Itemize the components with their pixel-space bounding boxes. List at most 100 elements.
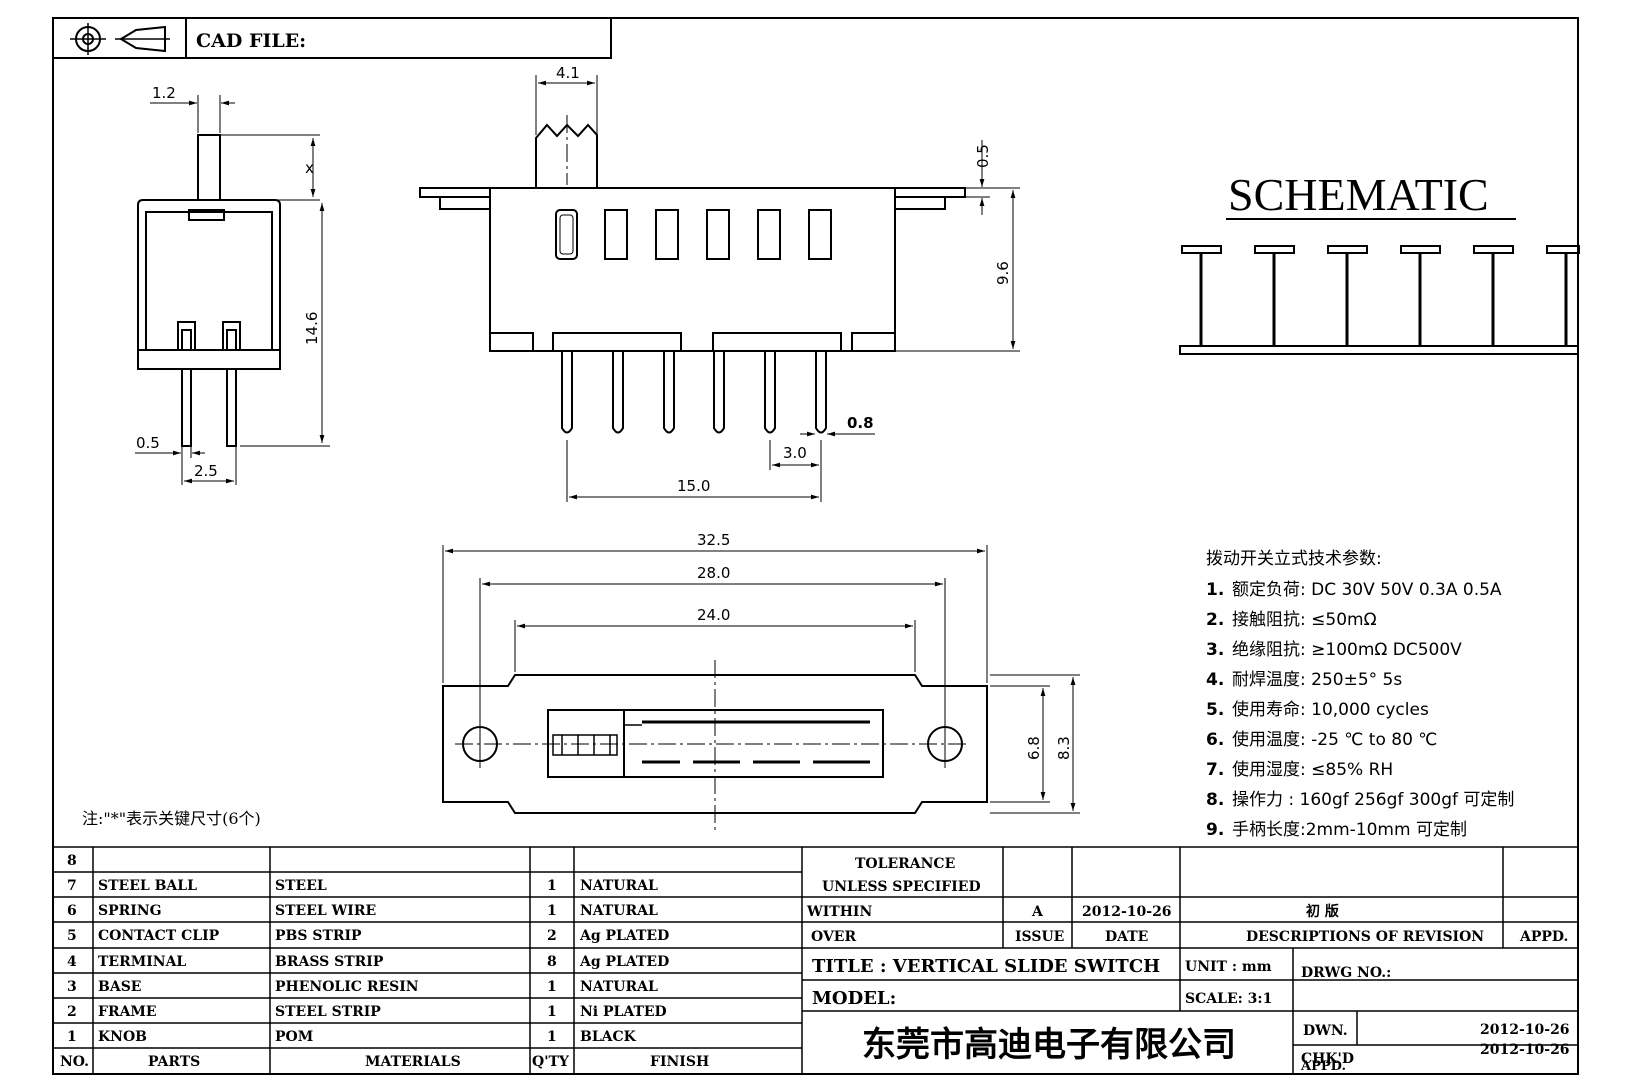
bom-no: 5 bbox=[67, 928, 77, 944]
bom-part: KNOB bbox=[98, 1029, 147, 1045]
tb-descriptions: DESCRIPTIONS OF REVISION bbox=[1246, 929, 1484, 945]
bom-part: CONTACT CLIP bbox=[98, 928, 220, 944]
svg-text:7.: 7. bbox=[1206, 760, 1224, 780]
dim-front-knob: 4.1 bbox=[556, 64, 580, 82]
tb-rev-desc: 初 版 bbox=[1306, 903, 1339, 920]
spec-item: 接触阻抗: ≤50mΩ bbox=[1232, 610, 1377, 630]
bom-qty: 1 bbox=[547, 1004, 557, 1020]
bom-finish: BLACK bbox=[580, 1029, 637, 1045]
bom-material: BRASS STRIP bbox=[275, 954, 384, 970]
tb-chkd: CHK'D bbox=[1301, 1051, 1354, 1067]
tb-title: TITLE : VERTICAL SLIDE SWITCH bbox=[812, 956, 1160, 977]
projection-symbol-icon bbox=[70, 23, 170, 55]
bom-header-no: NO. bbox=[60, 1054, 89, 1070]
bom-qty: 8 bbox=[547, 954, 557, 970]
tb-rev-date: 2012-10-26 bbox=[1082, 904, 1172, 920]
tb-appd: APPD. bbox=[1300, 1059, 1346, 1074]
dim-side-pitch: 2.5 bbox=[194, 462, 218, 480]
bom-material: STEEL STRIP bbox=[275, 1004, 381, 1020]
bom-material: PBS STRIP bbox=[275, 928, 362, 944]
company-name: 东莞市高迪电子有限公司 bbox=[862, 1025, 1236, 1065]
tb-dwn: DWN. bbox=[1303, 1023, 1348, 1039]
svg-text:9.: 9. bbox=[1206, 820, 1224, 840]
dim-front-thickness: 0.5 bbox=[974, 144, 992, 168]
tb-unless: UNLESS SPECIFIED bbox=[822, 879, 981, 895]
bom-finish: NATURAL bbox=[580, 979, 658, 995]
dim-top-hole-span: 28.0 bbox=[697, 564, 730, 582]
bom-material: STEEL WIRE bbox=[275, 903, 376, 919]
front-view bbox=[419, 75, 1020, 502]
specs-heading: 拨动开关立式技术参数: bbox=[1206, 549, 1382, 569]
tb-over: OVER bbox=[811, 929, 856, 945]
side-view bbox=[135, 95, 330, 485]
spec-item: 使用温度: -25 ℃ to 80 ℃ bbox=[1232, 729, 1437, 750]
svg-text:3.: 3. bbox=[1206, 640, 1224, 660]
tb-model: MODEL: bbox=[812, 988, 896, 1009]
bom-no: 8 bbox=[67, 853, 77, 869]
bom-finish: Ag PLATED bbox=[579, 954, 669, 970]
dim-front-pitch: 3.0 bbox=[783, 444, 807, 462]
specs-block: 拨动开关立式技术参数: 1. 额定负荷: DC 30V 50V 0.3A 0.5… bbox=[1206, 549, 1514, 840]
schematic-title: SCHEMATIC bbox=[1228, 169, 1489, 220]
bom-qty: 1 bbox=[547, 903, 557, 919]
bom-qty: 1 bbox=[547, 1029, 557, 1045]
tb-within: WITHIN bbox=[806, 904, 872, 920]
bom-part: TERMINAL bbox=[98, 954, 186, 970]
tb-drwg: DRWG NO.: bbox=[1301, 965, 1391, 981]
bom-part: SPRING bbox=[98, 903, 162, 919]
bom-no: 1 bbox=[67, 1029, 77, 1045]
dim-side-pin-top: 1.2 bbox=[152, 84, 176, 102]
sheet-border bbox=[52, 17, 1579, 1075]
svg-text:6.: 6. bbox=[1206, 730, 1224, 750]
tb-appd-head: APPD. bbox=[1519, 929, 1568, 945]
dim-front-span: 15.0 bbox=[677, 477, 710, 495]
bom-qty: 1 bbox=[547, 979, 557, 995]
spec-item: 使用寿命: 10,000 cycles bbox=[1232, 699, 1429, 720]
bom-part: FRAME bbox=[98, 1004, 157, 1020]
bom-no: 3 bbox=[67, 979, 77, 995]
bom-finish: Ni PLATED bbox=[580, 1004, 667, 1020]
dim-front-height: 9.6 bbox=[994, 261, 1012, 285]
bom-qty: 1 bbox=[547, 878, 557, 894]
header-box: CAD FILE: bbox=[52, 17, 612, 59]
note-text: 注:"*"表示关键尺寸(6个) bbox=[82, 809, 261, 828]
svg-text:5.: 5. bbox=[1206, 700, 1224, 720]
dim-top-outer-height: 8.3 bbox=[1055, 736, 1073, 760]
spec-item: 操作力 : 160gf 256gf 300gf 可定制 bbox=[1232, 790, 1514, 810]
spec-item: 额定负荷: DC 30V 50V 0.3A 0.5A bbox=[1232, 580, 1502, 600]
bom-no: 6 bbox=[67, 903, 77, 919]
svg-text:8.: 8. bbox=[1206, 790, 1224, 810]
tb-tolerance: TOLERANCE bbox=[855, 856, 955, 872]
bom-finish: NATURAL bbox=[580, 903, 658, 919]
bom-header-qty: Q'TY bbox=[532, 1054, 570, 1070]
spec-item: 手柄长度:2mm-10mm 可定制 bbox=[1232, 820, 1467, 840]
tb-unit: UNIT : mm bbox=[1185, 959, 1272, 975]
tb-scale: SCALE: 3:1 bbox=[1185, 991, 1272, 1007]
bom-material: PHENOLIC RESIN bbox=[275, 979, 419, 995]
dim-top-overall: 32.5 bbox=[697, 531, 730, 549]
bom-finish: Ag PLATED bbox=[579, 928, 669, 944]
cad-file-label: CAD FILE: bbox=[196, 30, 306, 52]
tb-chk-date: 2012-10-26 bbox=[1480, 1042, 1570, 1058]
bom-no: 4 bbox=[67, 954, 77, 970]
spec-item: 绝缘阻抗: ≥100mΩ DC500V bbox=[1232, 640, 1462, 660]
tb-issue: ISSUE bbox=[1015, 929, 1064, 945]
dim-top-inner-height: 6.8 bbox=[1025, 736, 1043, 760]
svg-text:1.: 1. bbox=[1206, 580, 1224, 600]
bom-header-materials: MATERIALS bbox=[365, 1054, 461, 1070]
spec-item: 使用湿度: ≤85% RH bbox=[1232, 759, 1393, 780]
tb-dwn-date: 2012-10-26 bbox=[1480, 1022, 1570, 1038]
title-block bbox=[802, 847, 1578, 1074]
bom-material: STEEL bbox=[275, 878, 327, 894]
bom-no: 7 bbox=[67, 878, 77, 894]
dim-side-x: x bbox=[305, 159, 314, 177]
bom-material: POM bbox=[275, 1029, 313, 1045]
bom-part: BASE bbox=[98, 979, 141, 995]
tb-date: DATE bbox=[1105, 929, 1148, 945]
bom-qty: 2 bbox=[547, 928, 557, 944]
schematic-diagram bbox=[1179, 245, 1580, 355]
dim-side-pin-width: 0.5 bbox=[136, 434, 160, 452]
svg-text:2.: 2. bbox=[1206, 610, 1224, 630]
tb-rev-letter: A bbox=[1031, 904, 1044, 920]
